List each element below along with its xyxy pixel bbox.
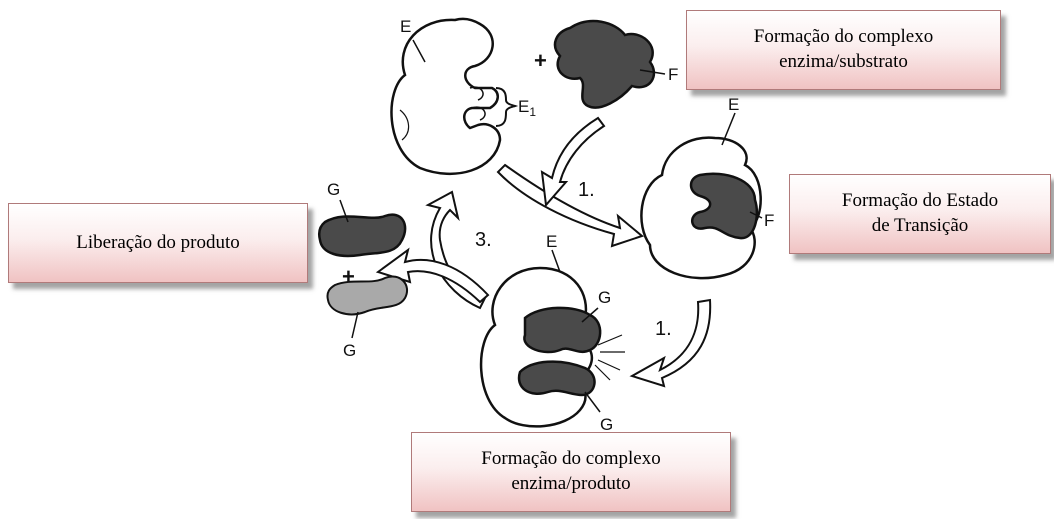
substrate-top-label: F <box>668 65 678 84</box>
product-upper-label: G <box>598 288 611 307</box>
substrate-f <box>555 21 654 108</box>
product-left-bottom-pointer <box>352 312 358 338</box>
product-lower-pointer <box>585 392 600 412</box>
enzyme-top-label: E <box>400 17 411 36</box>
binding-site-bracket <box>496 88 515 126</box>
released-product-light <box>327 276 407 314</box>
callout-enzyme-substrate-complex: Formação do complexo enzima/substrato <box>686 10 1001 90</box>
free-enzyme <box>391 19 500 174</box>
callout-product-release: Liberação do produto <box>8 203 308 283</box>
product-left-top-label: G <box>327 180 340 199</box>
callout-enzyme-product-text: Formação do complexo enzima/produto <box>481 447 660 496</box>
arrow-step1-b <box>632 300 710 386</box>
callout-enzyme-substrate-text: Formação do complexo enzima/substrato <box>754 25 933 74</box>
substrate-right-label: F <box>764 211 774 230</box>
plus-top: + <box>534 48 547 73</box>
enzyme-substrate-complex <box>641 138 760 279</box>
callout-transition-state: Formação do Estado de Transição <box>789 174 1051 254</box>
callout-enzyme-product-complex: Formação do complexo enzima/produto <box>411 432 731 512</box>
arrow-step1-a <box>498 118 642 246</box>
binding-site-label: E1 <box>518 97 536 119</box>
callout-transition-state-text: Formação do Estado de Transição <box>842 189 998 238</box>
step1-label-b: 1. <box>655 318 672 340</box>
product-left-bottom-label: G <box>343 341 356 360</box>
released-product-dark <box>319 215 405 256</box>
callout-product-release-text: Liberação do produto <box>76 231 240 256</box>
enzyme-right-label: E <box>728 95 739 114</box>
step3-label: 3. <box>475 229 492 251</box>
step1-label-a: 1. <box>578 179 595 201</box>
enzyme-bottom-label: E <box>546 232 557 251</box>
